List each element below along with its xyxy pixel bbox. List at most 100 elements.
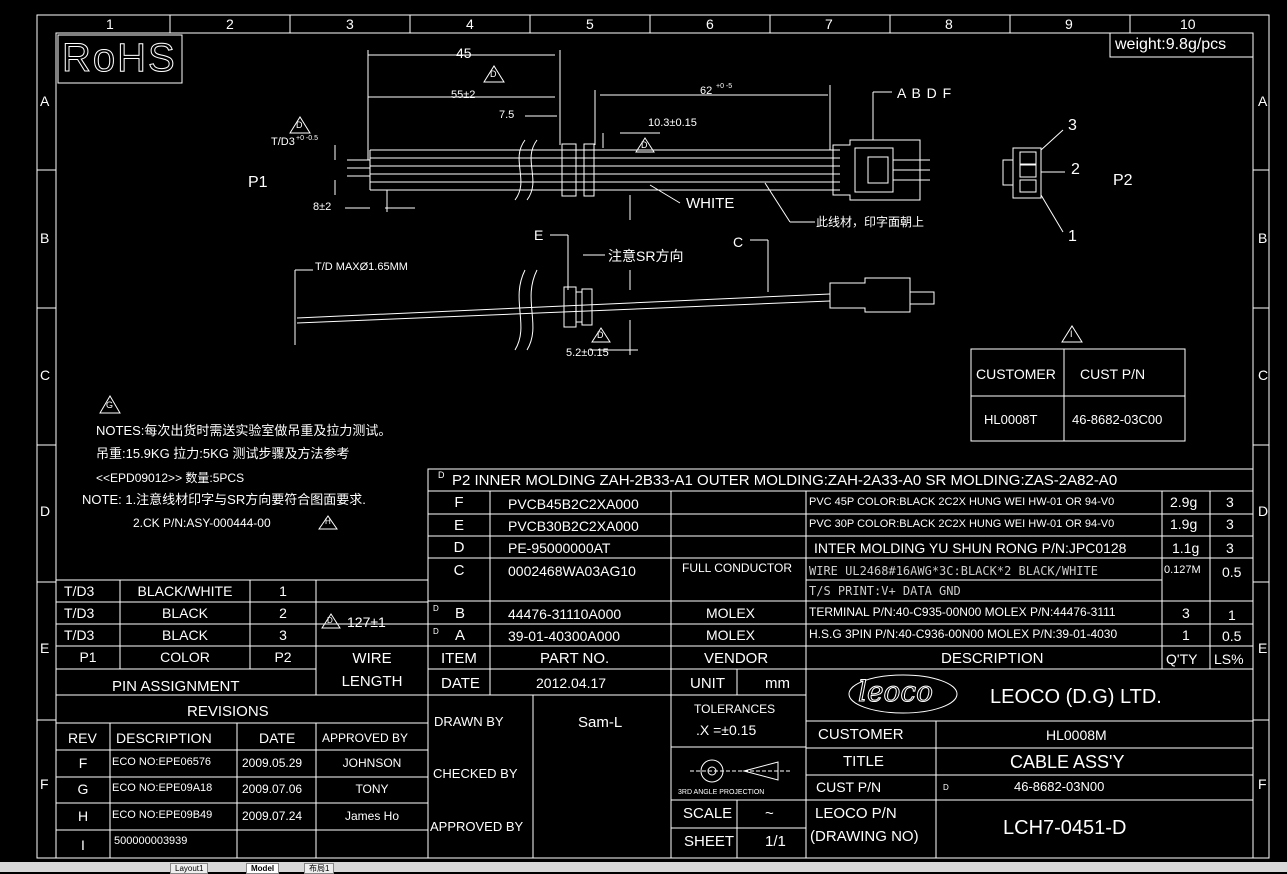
- leoco-pn-label-2: (DRAWING NO): [810, 828, 919, 845]
- row-label: A: [1258, 93, 1268, 109]
- bom-desc: WIRE UL2468#16AWG*3C:BLACK*2 BLACK/WHITE: [809, 565, 1098, 577]
- customer-header: CUSTOMER: [976, 366, 1056, 382]
- leoco-logo: leoco: [858, 675, 934, 708]
- bom-header-desc: DESCRIPTION: [941, 650, 1044, 667]
- bom-ls: 0.5: [1222, 628, 1242, 644]
- dim-td3: T/D3: [271, 136, 295, 148]
- revisions-title: REVISIONS: [187, 703, 269, 720]
- p1-label: P1: [248, 174, 268, 191]
- unit-label: UNIT: [690, 675, 725, 692]
- wire-label: WIRE: [352, 650, 392, 667]
- rev-header: REV: [68, 730, 97, 746]
- e-label: E: [534, 227, 544, 243]
- bom-header-vendor: VENDOR: [704, 650, 769, 667]
- pin-3: 3: [1068, 117, 1077, 134]
- bom-desc: TERMINAL P/N:40-C935-00N00 MOLEX P/N:444…: [809, 605, 1116, 619]
- rev-triangle: G: [106, 400, 114, 410]
- tab-layout-cn[interactable]: 布局1: [304, 863, 335, 874]
- rohs-mark: RoHS: [62, 36, 177, 80]
- bom-vendor: MOLEX: [706, 627, 756, 643]
- rev-triangle: D: [597, 330, 604, 340]
- col-label: 6: [706, 16, 714, 32]
- row-label: D: [1258, 503, 1269, 519]
- rev-triangle: D: [943, 783, 949, 792]
- col-label: 4: [466, 16, 474, 32]
- col-label: 2: [226, 16, 234, 32]
- layout-tab-bar: [0, 862, 1287, 872]
- rev-triangle: D: [327, 616, 333, 625]
- rev-cell: 2009.07.06: [242, 782, 303, 796]
- print-note: 此线材，印字面朝上: [816, 215, 925, 229]
- customer-value: HL0008M: [1046, 727, 1107, 743]
- col-label: 7: [825, 16, 833, 32]
- rev-cell: 2009.05.29: [242, 756, 303, 770]
- note-line: NOTE: 1.注意线材印字与SR方向要符合图面要求.: [82, 492, 366, 507]
- dim-62-tol: +0 -5: [716, 83, 733, 90]
- bom-part: PE-95000000AT: [508, 540, 611, 556]
- tolerance-value: .X =±0.15: [696, 722, 757, 738]
- rev-cell: TONY: [355, 782, 389, 796]
- tab-model[interactable]: Model: [246, 863, 280, 874]
- bom-item: A: [455, 627, 466, 644]
- pin-cell: COLOR: [160, 649, 210, 665]
- dim-td3-tol: +0 -0.5: [296, 135, 318, 142]
- td-max: T/D MAXØ1.65MM: [315, 261, 408, 273]
- dim-8: 8±2: [313, 201, 332, 213]
- col-label: 1: [106, 16, 114, 32]
- bom-qty: 2.9g: [1170, 494, 1198, 510]
- bom-part: 0002468WA03AG10: [508, 563, 636, 579]
- dim-7-5: 7.5: [499, 109, 515, 121]
- rev-cell: G: [77, 781, 89, 797]
- note-line: 2.CK P/N:ASY-000444-00: [133, 516, 271, 530]
- bom-qty: 0.127M: [1164, 564, 1201, 576]
- dim-55: 55±2: [451, 89, 476, 101]
- bom-item: C: [453, 562, 465, 579]
- bom-header-part: PART NO.: [540, 650, 610, 667]
- col-label: 10: [1180, 16, 1196, 32]
- rev-cell: 500000003939: [114, 835, 188, 847]
- bom-item: F: [454, 494, 464, 511]
- bom-item: E: [453, 517, 464, 534]
- p2-molding-note: P2 INNER MOLDING ZAH-2B33-A1 OUTER MOLDI…: [452, 472, 1118, 489]
- row-label: C: [40, 367, 51, 383]
- row-label: B: [1258, 230, 1268, 246]
- bom-header-qty: Q'TY: [1166, 651, 1198, 667]
- bom-desc: INTER MOLDING YU SHUN RONG P/N:JPC0128: [814, 540, 1127, 556]
- row-label: F: [1258, 776, 1267, 792]
- col-label: 8: [945, 16, 953, 32]
- bom-part: PVCB30B2C2XA000: [508, 518, 639, 534]
- note-line: <<EPD09012>> 数量:5PCS: [96, 471, 245, 485]
- row-label: A: [40, 93, 50, 109]
- note-line: NOTES:每次出货时需送实验室做吊重及拉力测试。: [96, 423, 392, 438]
- pin-1: 1: [1068, 228, 1077, 245]
- wire-length-value: 127±1: [347, 614, 386, 630]
- row-label: B: [40, 230, 50, 246]
- sr-note: 注意SR方向: [608, 248, 684, 264]
- projection-label: 3RD ANGLE PROJECTION: [678, 789, 765, 796]
- rev-triangle: D: [490, 69, 497, 79]
- dim-62: 62: [700, 85, 713, 97]
- pin-cell: 2: [279, 605, 287, 621]
- tab-layout1[interactable]: Layout1: [170, 863, 209, 874]
- abdf-label: A B D F: [897, 85, 953, 101]
- rev-triangle: D: [433, 627, 439, 636]
- note-line: 吊重:15.9KG 拉力:5KG 测试步骤及方法参考: [96, 446, 350, 461]
- date-value: 2012.04.17: [536, 675, 607, 691]
- bom-header-item: ITEM: [441, 650, 477, 667]
- bom-qty: 1.1g: [1172, 540, 1200, 556]
- cust-pn-header: CUST P/N: [1080, 366, 1146, 382]
- row-label: D: [40, 503, 51, 519]
- dim-10-3: 10.3±0.15: [648, 117, 697, 129]
- rev-cell: ECO NO:EPE09B49: [112, 809, 213, 821]
- white-label: WHITE: [686, 195, 735, 212]
- pin-cell: T/D3: [64, 583, 95, 599]
- bom-desc: PVC 30P COLOR:BLACK 2C2X HUNG WEI HW-01 …: [809, 518, 1115, 530]
- pin-cell: T/D3: [64, 627, 95, 643]
- leoco-pn-value: LCH7-0451-D: [1003, 817, 1127, 839]
- bom-vendor: FULL CONDUCTOR: [682, 561, 793, 575]
- rev-cell: H: [77, 808, 89, 824]
- tolerances-label: TOLERANCES: [694, 702, 776, 716]
- rev-triangle: D: [641, 140, 648, 150]
